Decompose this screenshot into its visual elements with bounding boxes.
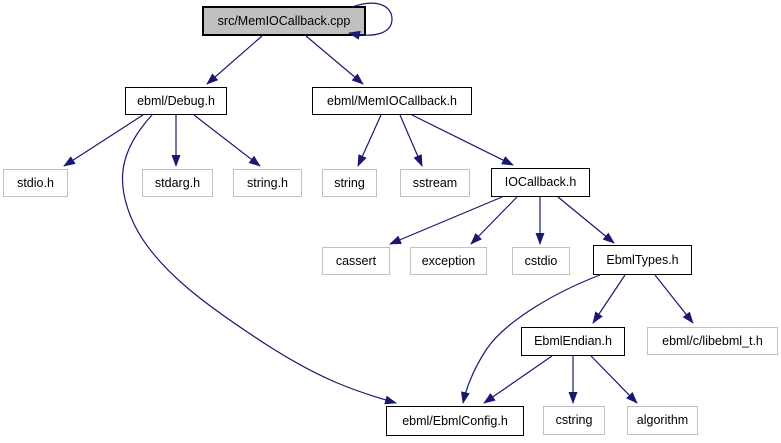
- edge-ebmlendian-to-ebmlconfig: [483, 355, 553, 404]
- node-stdarg-h: stdarg.h: [142, 169, 213, 197]
- edge-ebmltypes-to-ebmlendian: [592, 274, 626, 324]
- node-ebml-debug-h[interactable]: ebml/Debug.h: [125, 87, 227, 115]
- node-src-memiocallback-cpp[interactable]: src/MemIOCallback.cpp: [202, 6, 366, 36]
- node-stdio-h: stdio.h: [3, 169, 68, 197]
- edge-ebmlendian-to-algorithm: [590, 355, 638, 404]
- node-cassert: cassert: [322, 247, 390, 275]
- node-sstream: sstream: [400, 169, 470, 197]
- node-string: string: [322, 169, 377, 197]
- node-ebml-memiocallback-h[interactable]: ebml/MemIOCallback.h: [312, 87, 472, 115]
- node-ebmltypes-h[interactable]: EbmlTypes.h: [593, 245, 692, 275]
- node-cstdio: cstdio: [512, 247, 570, 275]
- edge-iocallback-to-ebmltypes: [557, 196, 615, 244]
- node-cstring: cstring: [543, 406, 605, 435]
- node-ebml-c-libebml-t-h: ebml/c/libebml_t.h: [647, 327, 778, 355]
- edge-memiocallback-to-iocallback: [411, 114, 514, 166]
- node-iocallback-h[interactable]: IOCallback.h: [491, 168, 590, 197]
- edge-debug-to-stdio: [63, 114, 144, 167]
- edge-iocallback-to-exception: [470, 196, 518, 245]
- edge-iocallback-to-cassert: [389, 196, 503, 245]
- node-ebmlendian-h[interactable]: EbmlEndian.h: [521, 327, 625, 356]
- node-string-h: string.h: [233, 169, 302, 197]
- edge-debug-to-string-h: [193, 114, 261, 167]
- node-algorithm: algorithm: [627, 406, 698, 435]
- edge-root-to-debug: [206, 35, 263, 85]
- edge-ebmltypes-to-libebml-t: [654, 274, 694, 324]
- node-exception: exception: [410, 247, 487, 275]
- edge-memiocallback-to-string: [357, 114, 382, 167]
- edge-root-to-memiocallback: [305, 35, 364, 85]
- node-ebml-ebmlconfig-h[interactable]: ebml/EbmlConfig.h: [386, 406, 524, 436]
- edge-memiocallback-to-sstream: [399, 114, 423, 167]
